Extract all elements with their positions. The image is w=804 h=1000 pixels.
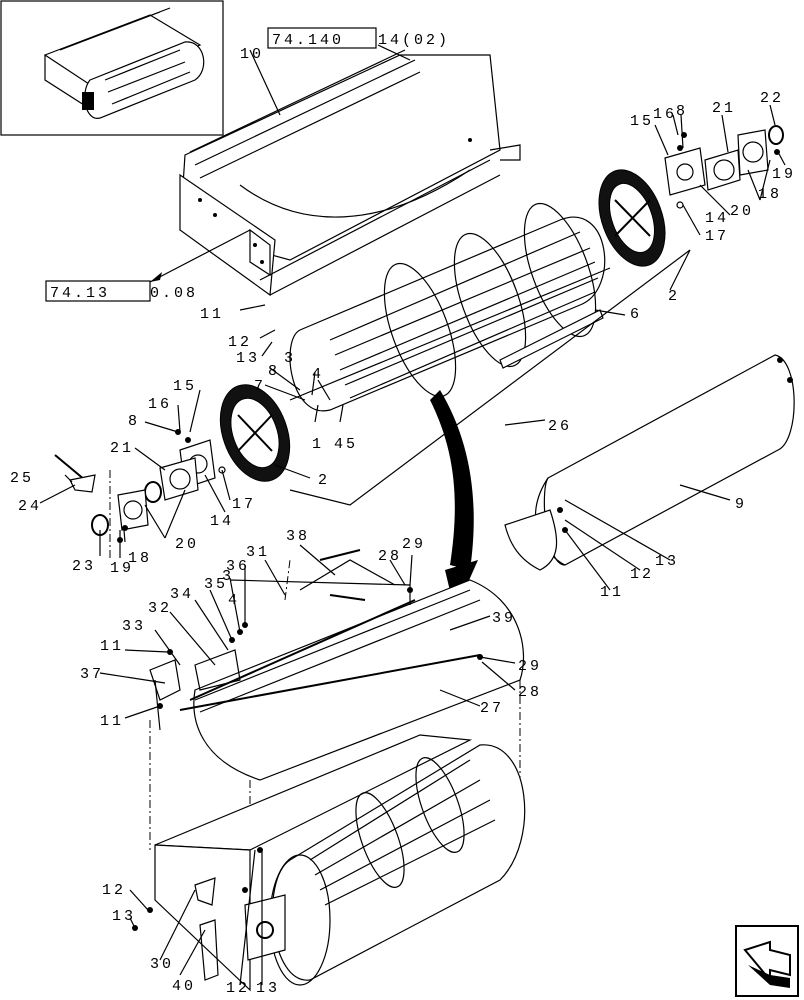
callout-20: 20 (175, 536, 199, 553)
callout-33: 33 (122, 618, 146, 635)
reference-top[interactable]: 74.140 14(02) (267, 27, 450, 49)
callout-8c: 8 (676, 103, 688, 120)
callout-1: 1 (312, 436, 324, 453)
callout-13b: 13 (655, 553, 679, 570)
callout-2: 2 (318, 472, 330, 489)
callout-18: 18 (128, 550, 152, 567)
callout-8: 8 (268, 363, 280, 380)
callout-6: 6 (630, 306, 642, 323)
callout-12b: 12 (630, 566, 654, 583)
callout-32: 32 (148, 600, 172, 617)
rotor-disc-right (598, 169, 666, 267)
callout-4b: 4 (228, 592, 240, 609)
callout-13d: 13 (256, 980, 280, 997)
leader-lines (39, 44, 786, 986)
callout-27: 27 (480, 700, 504, 717)
rotor-guide-line (289, 249, 691, 506)
callout-12d: 12 (226, 980, 250, 997)
callout-38: 38 (286, 528, 310, 545)
callout-14b: 14 (705, 210, 729, 227)
callout-9: 9 (735, 496, 747, 513)
callout-31: 31 (246, 544, 270, 561)
callout-21: 21 (110, 440, 134, 457)
assembly-thumbnail-icon (0, 0, 224, 136)
callout-13: 13 (236, 350, 260, 367)
reference-left[interactable]: 74.13 0.08 (45, 229, 251, 302)
callout-40: 40 (172, 978, 196, 995)
callout-29b: 29 (518, 658, 542, 675)
callout-19b: 19 (772, 166, 796, 183)
callout-35: 35 (204, 576, 228, 593)
reference-top-suffix: 14(02) (378, 32, 450, 49)
callout-3: 3 (284, 350, 296, 367)
callout-36: 36 (226, 558, 250, 575)
reference-left-suffix: 0.08 (150, 285, 198, 302)
callout-15: 15 (173, 378, 197, 395)
callout-28b: 28 (518, 684, 542, 701)
callout-13c: 13 (112, 908, 136, 925)
assembly-direction-arrow (430, 390, 478, 612)
callout-12: 12 (228, 334, 252, 351)
callout-29: 29 (402, 536, 426, 553)
callout-labels: 10 11 12 13 8 3 4 7 1 45 15 16 8 21 25 2… (10, 46, 796, 997)
callout-3b: 3 (222, 568, 234, 585)
callout-17: 17 (232, 496, 256, 513)
bearing-set-left (54, 429, 226, 543)
callout-11: 11 (200, 306, 224, 323)
callout-45: 45 (334, 436, 358, 453)
callout-24: 24 (18, 498, 42, 515)
callout-21b: 21 (712, 100, 736, 117)
callout-37: 37 (80, 666, 104, 683)
callout-11c: 11 (100, 638, 124, 655)
callout-28: 28 (378, 548, 402, 565)
callout-7: 7 (254, 378, 266, 395)
callout-23: 23 (72, 558, 96, 575)
assembly-centerline-5 (284, 559, 291, 601)
rotor-assembly (289, 202, 611, 412)
callout-16b: 16 (653, 106, 677, 123)
callout-34: 34 (170, 586, 194, 603)
callout-11b: 11 (600, 584, 624, 601)
callout-26: 26 (548, 418, 572, 435)
callout-22: 22 (760, 90, 784, 107)
reference-left-number: 74.13 (50, 285, 110, 302)
callout-39: 39 (492, 610, 516, 627)
callout-10: 10 (240, 46, 264, 63)
lower-housing-assembly (132, 734, 526, 992)
rotor-disc-left (219, 384, 291, 482)
callout-30: 30 (150, 956, 174, 973)
rotor-cover (504, 354, 795, 571)
callout-17b: 17 (705, 228, 729, 245)
callout-20b: 20 (730, 203, 754, 220)
next-page-arrow-icon[interactable] (735, 925, 799, 997)
callout-25: 25 (10, 470, 34, 487)
reference-top-number: 74.140 (272, 32, 344, 49)
callout-11d: 11 (100, 713, 124, 730)
callout-15b: 15 (630, 113, 654, 130)
callout-12c: 12 (102, 882, 126, 899)
upper-housing (179, 49, 521, 297)
callout-16: 16 (148, 396, 172, 413)
callout-19: 19 (110, 560, 134, 577)
callout-8b: 8 (128, 413, 140, 430)
callout-4: 4 (312, 366, 324, 383)
callout-14: 14 (210, 513, 234, 530)
callout-2b: 2 (668, 288, 680, 305)
callout-18b: 18 (758, 186, 782, 203)
